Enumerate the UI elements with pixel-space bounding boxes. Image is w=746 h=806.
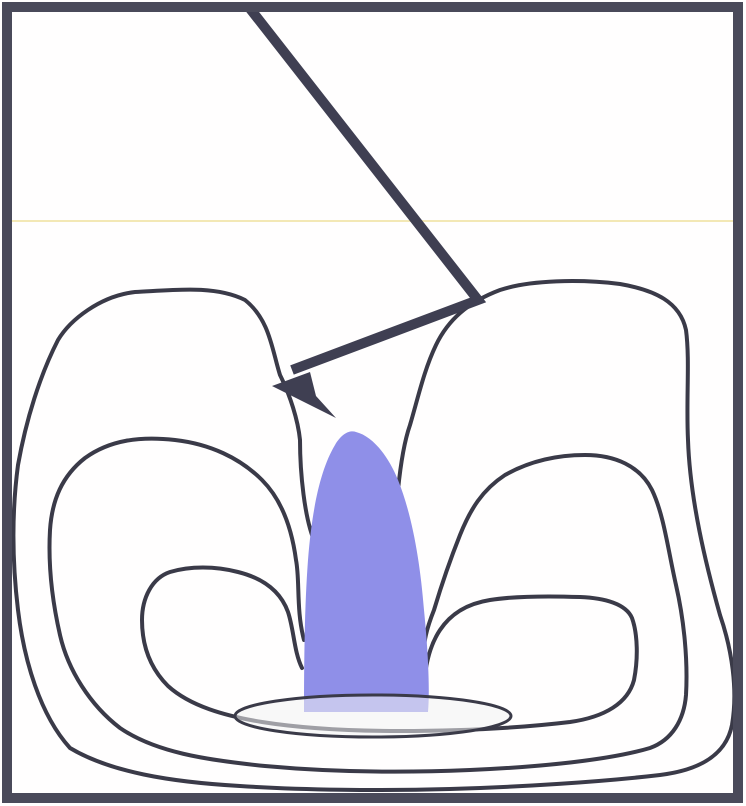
base-disc: [235, 695, 511, 737]
